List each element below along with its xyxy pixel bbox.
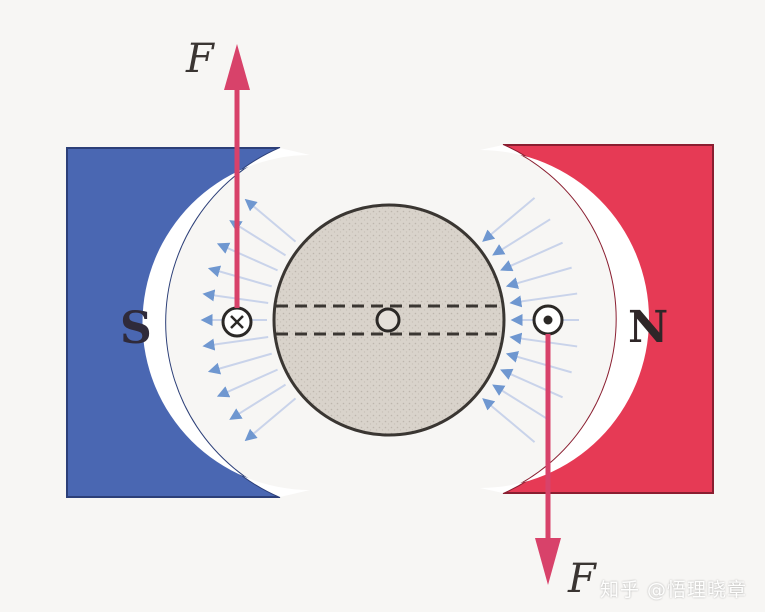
axle-circle-icon [375, 307, 401, 333]
force-arrow-down [535, 334, 561, 585]
field-line [216, 368, 278, 398]
field-line [202, 335, 269, 351]
field-line [509, 292, 578, 308]
force-label-top: F [185, 36, 215, 82]
south-pole-label: S [120, 303, 152, 354]
force-label-bottom: F [567, 556, 597, 602]
field-line [229, 383, 287, 420]
field-line [482, 197, 536, 242]
field-line [492, 218, 551, 256]
field-line [505, 266, 572, 289]
field-line [492, 384, 551, 422]
watermark: 知乎 @悟理晓章 [599, 579, 747, 601]
field-line [207, 265, 273, 288]
field-line [216, 242, 278, 272]
field-line [500, 241, 563, 272]
right-air-gap [480, 145, 649, 493]
cross-current-icon [221, 306, 253, 338]
dot-current-icon [532, 304, 564, 336]
field-line [509, 332, 578, 348]
force-arrow-up [224, 44, 250, 308]
field-line [244, 198, 297, 243]
field-line [244, 397, 297, 442]
field-line [482, 398, 536, 443]
field-line [500, 368, 563, 399]
left-air-gap [142, 148, 310, 497]
field-line [207, 352, 273, 375]
north-pole-label: N [628, 302, 668, 353]
field-line [229, 220, 287, 257]
field-line [505, 351, 572, 374]
